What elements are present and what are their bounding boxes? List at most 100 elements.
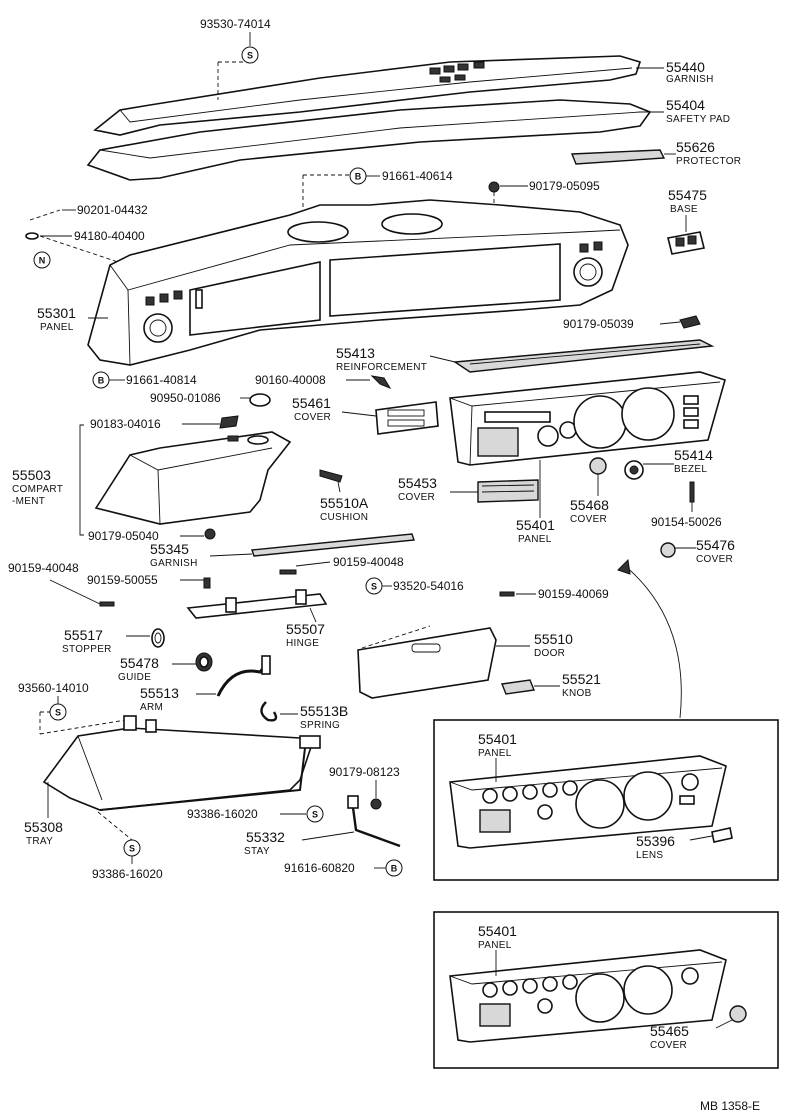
part-name-garnish: GARNISH — [666, 74, 714, 85]
part-number-55507: 55507 — [286, 621, 325, 637]
part-number-91661-40814: 91661-40814 — [126, 373, 197, 387]
part-number-91661-40614: 91661-40614 — [382, 169, 453, 183]
part-number-90159-40048: 90159-40048 — [8, 561, 79, 575]
symbol-n-marker: N — [33, 251, 51, 269]
knob-part — [501, 679, 535, 695]
part-number-90179-05040: 90179-05040 — [88, 529, 159, 543]
part-number-55465: 55465 — [650, 1023, 689, 1039]
screw-90159-50055 — [203, 577, 211, 589]
part-number-55626: 55626 — [676, 139, 715, 155]
garnish-top-part — [93, 55, 642, 136]
part-number-55475: 55475 — [668, 187, 707, 203]
part-name-panel: PANEL — [40, 322, 74, 333]
part-number-55521: 55521 — [562, 671, 601, 687]
variant-box-1: 55401 PANEL 55396 LENS — [433, 719, 779, 881]
variant-box-2: 55401 PANEL 55465 COVER — [433, 911, 779, 1069]
part-name-guide: GUIDE — [118, 672, 151, 683]
glove-box-door-part — [357, 627, 497, 699]
washer-90201 — [25, 232, 39, 240]
safety-pad-part — [86, 99, 652, 181]
symbol-b-marker: B — [92, 371, 110, 389]
part-name-cover: COVER — [696, 554, 733, 565]
svg-text:S: S — [129, 844, 135, 854]
part-number-55404: 55404 — [666, 97, 705, 113]
part-name-tray: TRAY — [26, 836, 53, 847]
part-number-55401: 55401 — [478, 731, 517, 747]
arm-part — [216, 655, 271, 697]
nut-90179-05040 — [204, 528, 216, 540]
lens-part — [711, 827, 733, 843]
part-name-arm: ARM — [140, 702, 163, 713]
part-name-panel: PANEL — [518, 534, 552, 545]
meter-panel-variant-2 — [449, 949, 727, 1043]
part-number-55401: 55401 — [478, 923, 517, 939]
symbol-s-marker: S — [365, 577, 383, 595]
svg-text:B: B — [391, 864, 398, 874]
part-name-stopper: STOPPER — [62, 644, 112, 655]
part-number-55414: 55414 — [674, 447, 713, 463]
svg-text:S: S — [312, 810, 318, 820]
drawing-reference-code: MB 1358-E — [700, 1099, 760, 1113]
symbol-b-marker: B — [385, 859, 403, 877]
grommet-90950-01086 — [249, 393, 271, 407]
cover-55476-part — [660, 542, 676, 558]
hinge-part — [186, 589, 328, 619]
part-number-55510a: 55510A — [320, 495, 369, 511]
part-number-55301: 55301 — [37, 305, 76, 321]
part-name-stay: STAY — [244, 846, 270, 857]
part-number-55396: 55396 — [636, 833, 675, 849]
meter-panel-variant-1 — [449, 755, 727, 849]
nut-90179-05039 — [679, 315, 701, 329]
svg-text:S: S — [247, 51, 253, 61]
part-number-90154-50026: 90154-50026 — [651, 515, 722, 529]
part-number-90179-05039: 90179-05039 — [563, 317, 634, 331]
part-name-garnish: GARNISH — [150, 558, 198, 569]
part-number-55517: 55517 — [64, 627, 103, 643]
part-number-55513: 55513 — [140, 685, 179, 701]
stopper-part — [151, 628, 165, 648]
screw-90159-40048b — [279, 569, 297, 575]
svg-text:S: S — [55, 708, 61, 718]
symbol-s-marker: S — [306, 805, 324, 823]
part-name-panel: PANEL — [478, 748, 512, 759]
part-number-55468: 55468 — [570, 497, 609, 513]
part-name-reinforcement: REINFORCEMENT — [336, 362, 427, 373]
part-name-spring: SPRING — [300, 720, 340, 731]
base-part — [667, 231, 705, 255]
part-name-panel: PANEL — [478, 940, 512, 951]
part-number-91616-60820: 91616-60820 — [284, 861, 355, 875]
part-name-hinge: HINGE — [286, 638, 319, 649]
part-number-55332: 55332 — [246, 829, 285, 845]
cover-55453-part — [477, 479, 539, 503]
part-name-protector: PROTECTOR — [676, 156, 741, 167]
part-name-compartment-cont: -MENT — [12, 496, 45, 507]
part-number-93386-16020: 93386-16020 — [187, 807, 258, 821]
part-number-55413: 55413 — [336, 345, 375, 361]
part-name-base: BASE — [670, 204, 698, 215]
svg-text:B: B — [355, 172, 362, 182]
screw-90154-50026 — [689, 481, 695, 503]
part-number-90179-05095: 90179-05095 — [529, 179, 600, 193]
part-number-90159-50055: 90159-50055 — [87, 573, 158, 587]
part-number-55461: 55461 — [292, 395, 331, 411]
reinforcement-part — [452, 339, 715, 373]
part-number-93560-14010: 93560-14010 — [18, 681, 89, 695]
part-number-55453: 55453 — [398, 475, 437, 491]
part-name-cover: COVER — [398, 492, 435, 503]
part-name-cover: COVER — [294, 412, 331, 423]
part-number-90950-01086: 90950-01086 — [150, 391, 221, 405]
cover-55468-part — [589, 457, 607, 475]
part-name-knob: KNOB — [562, 688, 592, 699]
screw-90159-40048 — [99, 601, 115, 607]
dashboard-panel-part — [87, 199, 629, 366]
part-number-93386-16020: 93386-16020 — [92, 867, 163, 881]
cover-55465-part — [729, 1005, 747, 1023]
part-number-90201-04432: 90201-04432 — [77, 203, 148, 217]
stay-part — [347, 795, 401, 848]
part-number-55440: 55440 — [666, 59, 705, 75]
svg-text:B: B — [98, 376, 105, 386]
part-number-55510: 55510 — [534, 631, 573, 647]
svg-text:S: S — [371, 582, 377, 592]
part-number-55345: 55345 — [150, 541, 189, 557]
